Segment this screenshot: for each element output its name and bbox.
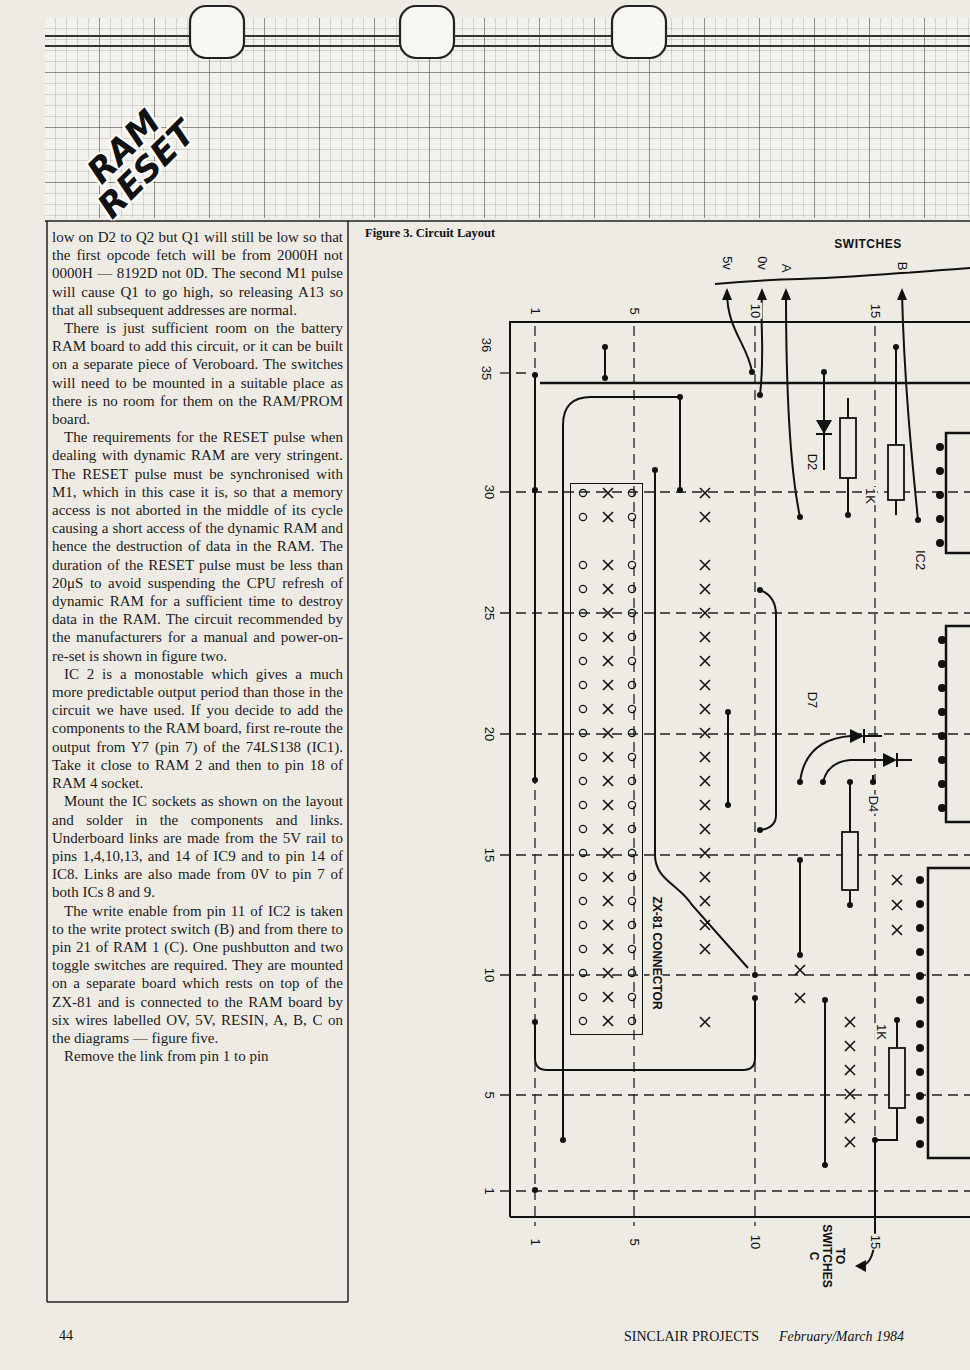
part-label: IC2 (913, 549, 927, 571)
part-label: D4 (866, 795, 880, 814)
row-guide (500, 372, 530, 373)
part-label: 1K (863, 487, 877, 505)
part-label: 1K (874, 1023, 888, 1041)
switch-note: TO SWITCHES C (806, 1223, 846, 1288)
solder-point (532, 344, 921, 1193)
row-number: 15 (482, 847, 496, 863)
body-paragraph: low on D2 to Q2 but Q1 will still be low… (52, 228, 343, 319)
frame-line (45, 220, 970, 222)
column-number: 1 (528, 306, 542, 315)
row-number: 10 (482, 967, 496, 983)
column-number: 15 (868, 1234, 882, 1250)
body-paragraph: IC 2 is a monostable which gives a much … (52, 665, 343, 792)
binder-ring (190, 6, 244, 58)
page-number: 44 (58, 1328, 74, 1343)
wire-link (800, 736, 912, 782)
body-paragraph: The requirements for the RESET pulse whe… (52, 428, 343, 665)
diode-bar (816, 434, 897, 767)
row-number: 35 (479, 365, 493, 381)
row-number: 1 (482, 1186, 496, 1195)
column-number: 15 (868, 303, 882, 319)
wire-bundle (715, 268, 970, 284)
column-number: 10 (748, 1234, 762, 1250)
column-number: 1 (528, 1237, 542, 1246)
wire-label: 0v (755, 255, 769, 271)
part-label: D7 (805, 691, 819, 710)
column-number: 5 (627, 1237, 641, 1246)
grid-major-lines (45, 18, 970, 218)
issue-date: February/March 1984 (778, 1329, 905, 1344)
row-number: 20 (482, 726, 496, 742)
part-label: D2 (805, 453, 819, 472)
track-cuts (693, 553, 717, 961)
connector-outline: ZX-81 CONNECTOR (570, 483, 643, 1035)
column-number: 10 (748, 303, 762, 319)
board-outline (510, 322, 970, 1217)
grid-lines (45, 18, 970, 218)
track-cuts (693, 481, 717, 529)
switch-wire (727, 292, 918, 520)
binder-rod (244, 36, 672, 46)
column-number: 5 (627, 306, 641, 315)
grid-paper (45, 18, 970, 218)
body-paragraph: Mount the IC sockets as shown on the lay… (52, 792, 343, 901)
wire-label: B (895, 261, 909, 272)
resistor-symbol (889, 1048, 905, 1108)
frame-line (46, 221, 48, 1302)
body-paragraph: The write enable from pin 11 of IC2 is t… (52, 902, 343, 1048)
switch-heading: SWITCHES (833, 238, 902, 251)
ic-socket (946, 433, 970, 553)
row-number: 36 (479, 337, 493, 353)
body-paragraph: There is just sufficient room on the bat… (52, 319, 343, 428)
connector-pins (570, 553, 643, 1034)
wire-label: A (779, 263, 793, 274)
row-number: 5 (482, 1090, 496, 1099)
row-number: 30 (482, 484, 496, 500)
frame-line (47, 1301, 348, 1303)
connector-pins (570, 481, 643, 529)
binder-ring (400, 6, 454, 58)
figure-caption: Figure 3. Circuit Layout (363, 226, 497, 241)
arrowhead (722, 288, 907, 1272)
frame-line (347, 221, 349, 1302)
binder-ring (612, 6, 666, 58)
wire-link (535, 347, 897, 1266)
ic-socket (946, 626, 970, 822)
binder-rod (45, 36, 970, 46)
row-number: 25 (482, 605, 496, 621)
resistor-symbol (888, 445, 904, 500)
resistor-symbol (840, 418, 856, 478)
text-column: low on D2 to Q2 but Q1 will still be low… (52, 228, 343, 1065)
body-paragraph: Remove the link from pin 1 to pin (52, 1047, 343, 1065)
ic-socket (928, 868, 970, 1158)
wire-label: 5v (720, 255, 734, 271)
magazine-name: SINCLAIR PROJECTS (623, 1329, 760, 1344)
connector-label: ZX-81 CONNECTOR (649, 895, 662, 1010)
resistor-symbol (842, 832, 858, 890)
